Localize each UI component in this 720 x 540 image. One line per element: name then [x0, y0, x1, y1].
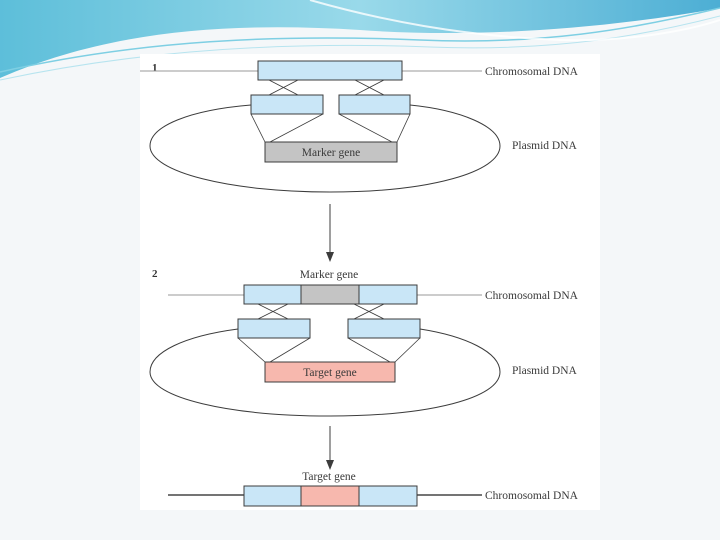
- step1-crossover-marks: [268, 79, 385, 96]
- step1-plasmid-circle: [149, 104, 501, 193]
- step2-plasmid-left-flank: [237, 318, 311, 339]
- step1-to-step2-arrow-head: [326, 252, 334, 262]
- homologous-recombination-diagram: 1 Chromosomal DNA Marker gene Plasmid DN…: [140, 60, 579, 507]
- result-chromosome-target-gene: [300, 485, 360, 507]
- step1-marker-gene-label: Marker gene: [302, 147, 360, 159]
- step2-plasmid-right-flank: [347, 318, 421, 339]
- step-1-number: 1: [152, 62, 158, 74]
- step2-connector-right-outer: [394, 337, 421, 363]
- figure-panel: 1 Chromosomal DNA Marker gene Plasmid DN…: [140, 54, 600, 510]
- step1-connector-left-outer: [250, 113, 266, 143]
- step1-chromosomal-dna-label: Chromosomal DNA: [485, 66, 579, 78]
- result-chromosomal-dna-label: Chromosomal DNA: [485, 490, 579, 502]
- result-chromosome-right-flank: [358, 485, 418, 507]
- step2-connector-left-outer: [237, 337, 266, 363]
- step2-marker-gene-label: Marker gene: [300, 269, 358, 281]
- step2-to-result-arrow-head: [326, 460, 334, 470]
- step1-connector-right-outer: [396, 113, 411, 143]
- step2-chromosome-right-flank: [358, 284, 418, 305]
- step2-target-gene-label: Target gene: [303, 367, 357, 379]
- step1-plasmid-left-flank: [250, 94, 324, 115]
- step2-connector-right-inner: [347, 337, 391, 363]
- step2-connector-left-inner: [269, 337, 311, 363]
- step1-plasmid-right-flank: [338, 94, 411, 115]
- step1-connector-left-inner: [269, 113, 324, 143]
- step-2-number: 2: [152, 268, 158, 280]
- result-target-gene-label: Target gene: [302, 471, 356, 483]
- step1-connector-right-inner: [338, 113, 393, 143]
- step1-marker-gene-block: [264, 141, 398, 163]
- step2-chromosomal-dna-label: Chromosomal DNA: [485, 290, 579, 302]
- step2-crossover-marks: [257, 303, 385, 320]
- step2-target-gene-block: [264, 361, 396, 383]
- step2-plasmid-dna-label: Plasmid DNA: [512, 365, 578, 377]
- step1-chromosome-homology-region: [257, 60, 403, 81]
- step1-plasmid-dna-label: Plasmid DNA: [512, 140, 578, 152]
- step2-chromosome-marker-gene: [300, 284, 360, 305]
- step2-chromosome-left-flank: [243, 284, 302, 305]
- result-chromosome-left-flank: [243, 485, 302, 507]
- step2-plasmid-circle: [149, 328, 501, 417]
